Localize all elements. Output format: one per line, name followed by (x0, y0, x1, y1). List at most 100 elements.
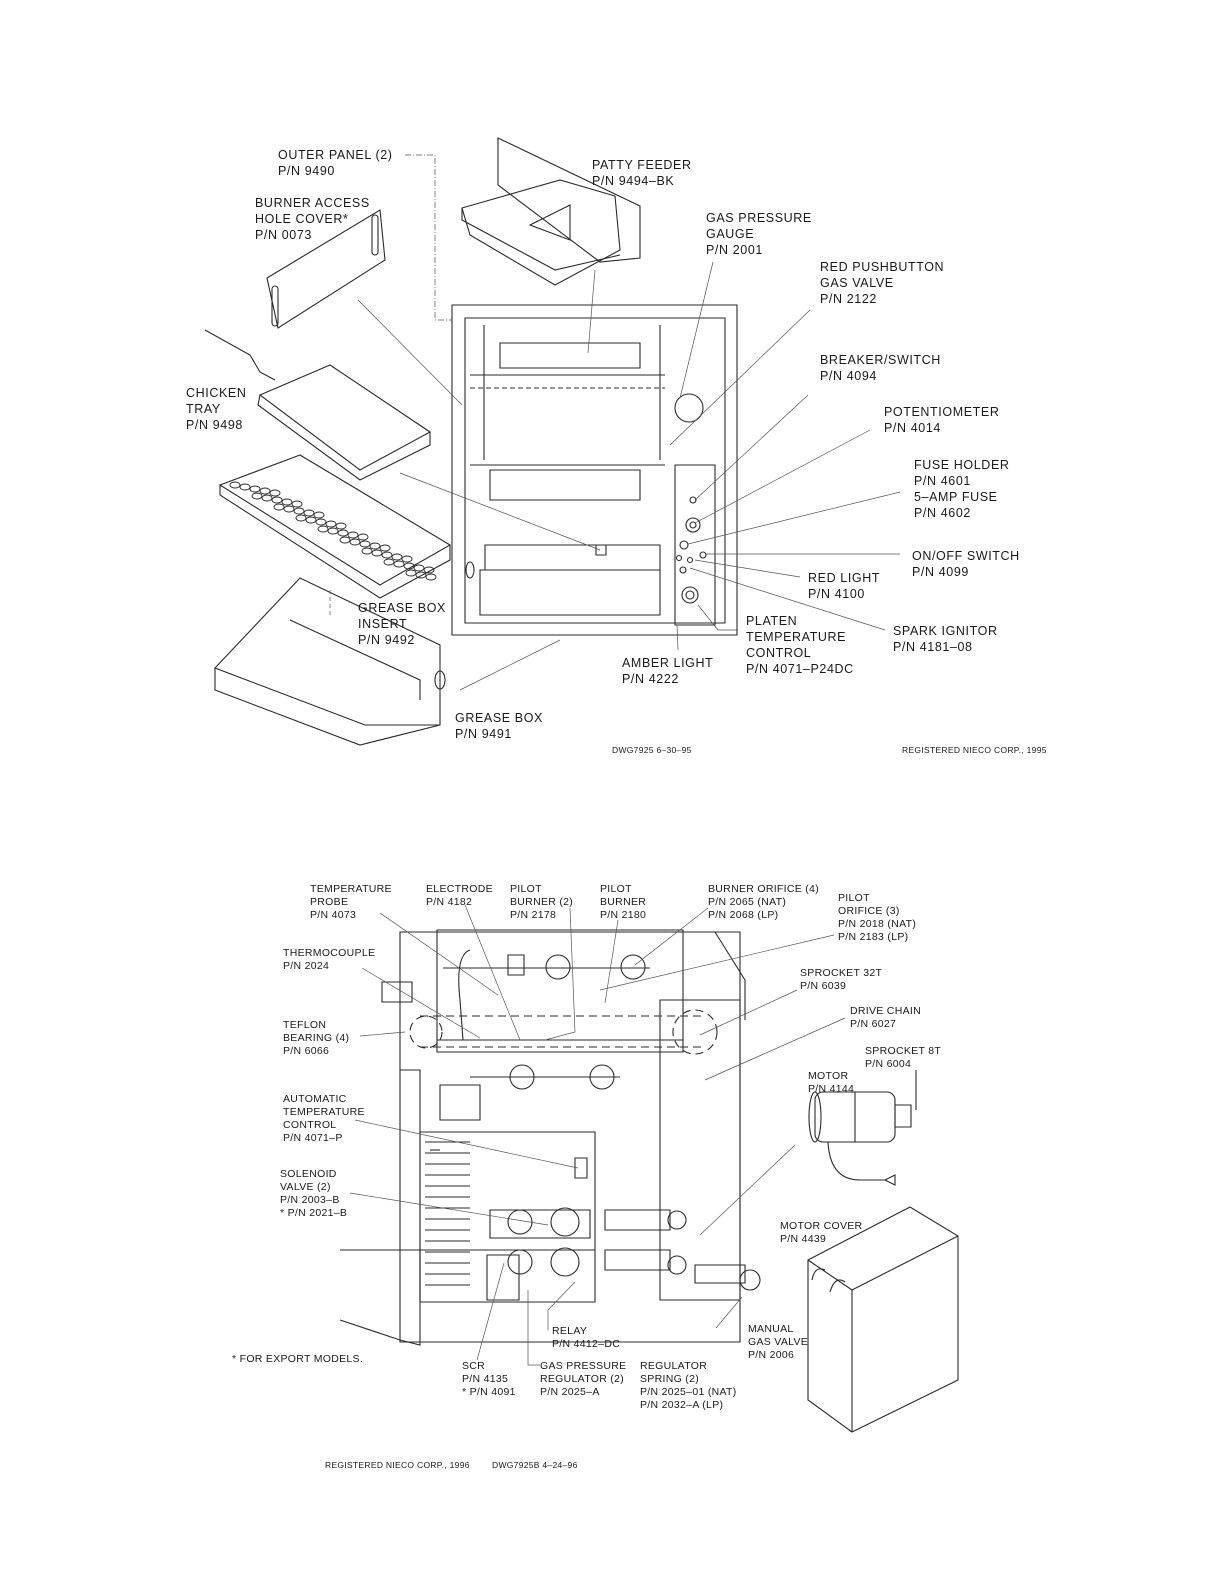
perforation-hole (296, 515, 306, 521)
perforation-hole (358, 534, 368, 540)
perforation-hole (404, 563, 414, 569)
perforation-hole (370, 543, 380, 549)
perforation-hole (392, 554, 402, 560)
perforation-hole (382, 552, 392, 558)
grease-box-drawing (215, 578, 445, 745)
top-drawing-number: DWG7925 6–30–95 (612, 745, 692, 755)
perforation-hole (402, 556, 412, 562)
label-export-models-note: * FOR EXPORT MODELS. (232, 1353, 364, 1365)
perforation-hole (416, 572, 426, 578)
perforation-hole (406, 570, 416, 576)
perforation-hole (240, 484, 250, 490)
perforation-hole (362, 548, 372, 554)
perforation-hole (262, 495, 272, 501)
perforation-hole (306, 517, 316, 523)
perforation-hole (292, 501, 302, 507)
perforation-hole (328, 528, 338, 534)
perforation-hole (414, 565, 424, 571)
unit-body-outline (340, 930, 745, 1345)
main-unit-frame (452, 305, 737, 635)
label-outer-panel: OUTER PANEL (2)P/N 9490 (278, 148, 393, 178)
perforation-hole (348, 532, 358, 538)
bottom-drawing-number: DWG7925B 4–24–96 (492, 1460, 578, 1470)
perforation-hole (360, 541, 370, 547)
perforation-hole (316, 519, 326, 525)
motor-drawing (809, 1070, 916, 1185)
label-burner-orifice: BURNER ORIFICE (4)P/N 2065 (NAT)P/N 2068… (708, 883, 819, 921)
perforation-holes (230, 482, 436, 580)
perforation-hole (284, 506, 294, 512)
perforation-hole (380, 545, 390, 551)
perforation-hole (372, 550, 382, 556)
burner-access-cover-drawing (267, 210, 385, 328)
perforation-hole (318, 526, 328, 532)
perforation-hole (340, 537, 350, 543)
perforation-hole (426, 574, 436, 580)
perforation-hole (336, 523, 346, 529)
motor-cover-drawing (808, 1207, 958, 1432)
perforation-hole (424, 567, 434, 573)
chicken-tray-drawing (205, 330, 430, 480)
top-leader-lines (330, 155, 900, 690)
perforation-hole (294, 508, 304, 514)
perforation-hole (394, 561, 404, 567)
perforation-hole (304, 510, 314, 516)
drive-chain-path (410, 1010, 717, 1054)
perforation-hole (250, 486, 260, 492)
perforation-hole (272, 497, 282, 503)
perforation-hole (274, 504, 284, 510)
perforation-hole (350, 539, 360, 545)
gas-valves-piping (425, 1085, 760, 1300)
perforation-hole (338, 530, 348, 536)
burners (443, 950, 650, 1089)
bottom-registered-notice: REGISTERED NIECO CORP., 1996 (325, 1460, 470, 1470)
perforation-hole (260, 488, 270, 494)
perforation-hole (282, 499, 292, 505)
perforation-hole (314, 512, 324, 518)
perforation-hole (384, 559, 394, 565)
top-registered-notice: REGISTERED NIECO CORP., 1995 (902, 745, 1047, 755)
perforation-hole (270, 490, 280, 496)
heatsink-fins (425, 1142, 470, 1285)
grease-box-insert-drawing (220, 455, 450, 598)
patty-feeder-drawing (462, 138, 640, 285)
perforation-hole (326, 521, 336, 527)
bottom-leader-lines (350, 905, 845, 1365)
perforation-hole (230, 482, 240, 488)
perforation-hole (252, 493, 262, 499)
